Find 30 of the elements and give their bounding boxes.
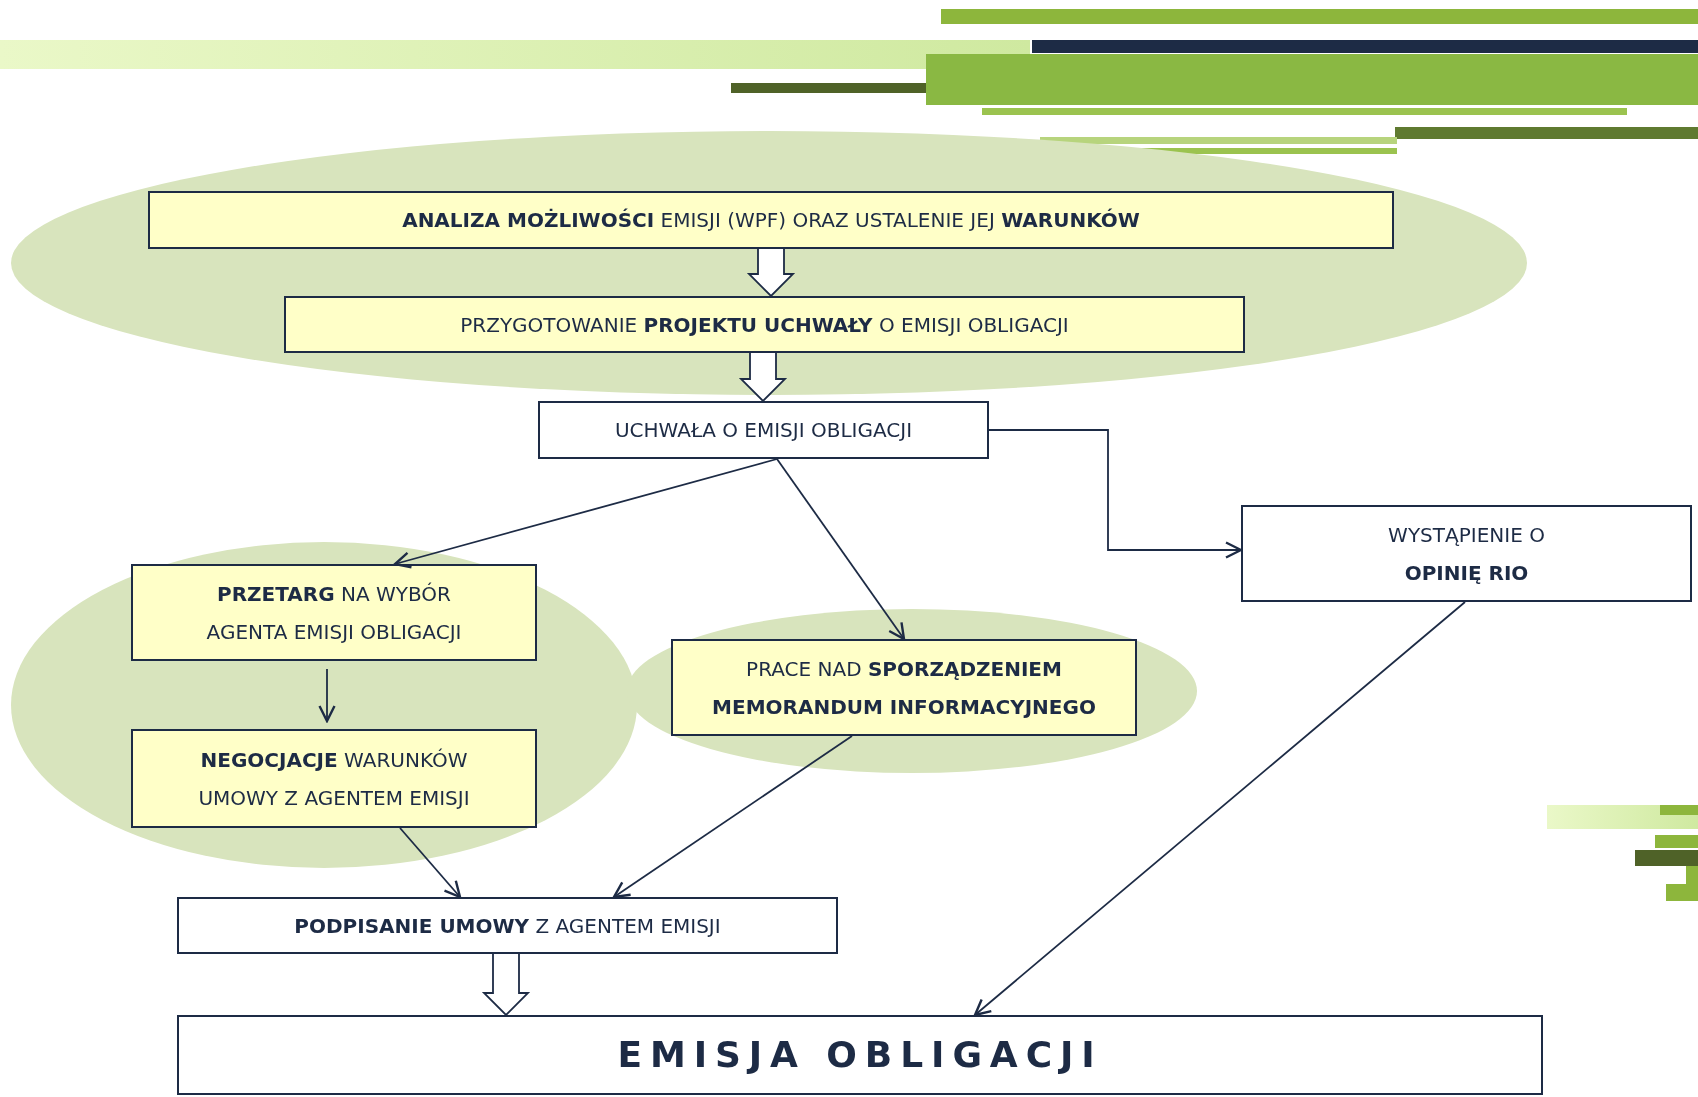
process-box [177,897,838,954]
highlight-ellipse [11,131,1527,395]
arrow [988,429,1243,559]
highlight-ellipse [11,542,637,868]
box-text: PRACE NAD SPORZĄDZENIEM MEMORANDUM INFORMACYJNEGO [711,655,1097,721]
box-text: WYSTĄPIENIE O OPINIĘ RIO [1387,521,1546,587]
process-box [671,639,1137,736]
arrow [481,953,531,1017]
arrow [776,458,906,641]
box-text: NEGOCJACJE WARUNKÓW UMOWY Z AGENTEM EMISJI [197,746,471,812]
box-text: PRZETARG NA WYBÓR AGENTA EMISJI OBLIGACJI [205,580,463,646]
result-box [177,1015,1543,1095]
process-box [284,296,1245,353]
box-text: EMISJA OBLIGACJI [616,1036,1104,1074]
box-text: PODPISANIE UMOWY Z AGENTEM EMISJI [293,912,722,940]
arrow [393,458,778,569]
arrow [399,827,462,899]
process-box [1241,505,1692,602]
box-text: ANALIZA MOŻLIWOŚCI EMISJI (WPF) ORAZ USTALENIE JEJ WARUNKÓW [401,207,1141,234]
process-box [148,191,1394,249]
process-box [538,401,989,459]
arrow [973,601,1466,1017]
box-text: PRZYGOTOWANIE PROJEKTU UCHWAŁY O EMISJI OBLIGACJI [459,311,1070,339]
arrow [738,352,788,403]
arrow [318,668,336,723]
process-box [131,729,537,828]
arrow [746,248,796,298]
arrow [612,735,853,899]
box-text: UCHWAŁA O EMISJI OBLIGACJI [613,417,914,444]
process-box [131,564,537,661]
